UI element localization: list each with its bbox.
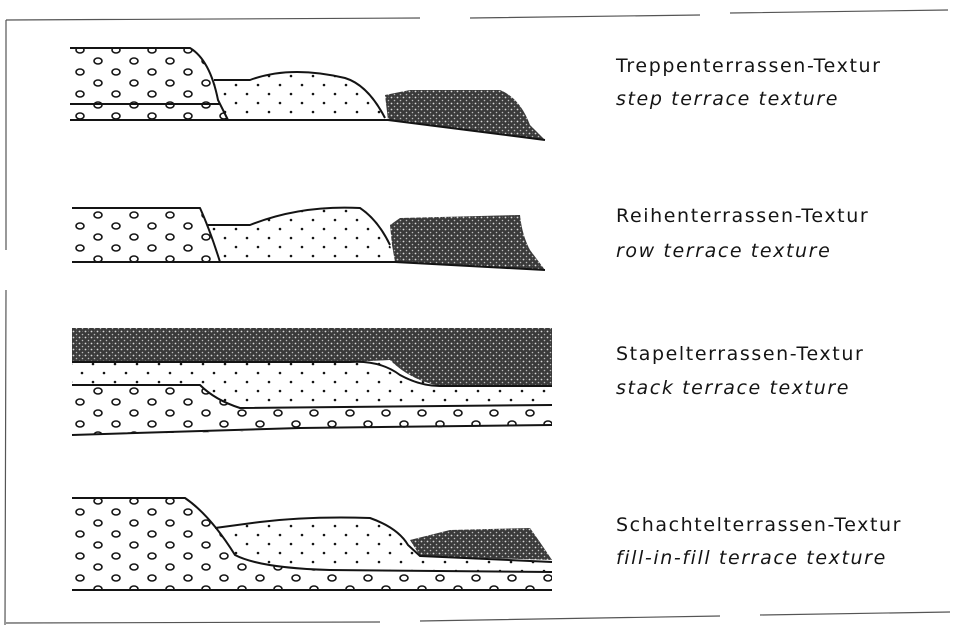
gravel-layer	[72, 208, 220, 262]
fill-in-fill-terrace-label-german: Schachtelterrassen-Textur	[616, 514, 902, 536]
step-terrace-diagram	[70, 48, 545, 140]
step-terrace-label-german: Treppenterrassen-Textur	[616, 55, 882, 77]
row-terrace-diagram	[72, 208, 545, 270]
fine-layer	[410, 528, 552, 560]
row-terrace-label-english: row terrace texture	[616, 240, 831, 262]
row-terrace-label-german: Reihenterrassen-Textur	[616, 205, 869, 227]
sand-layer	[208, 208, 395, 262]
stack-terrace-label-english: stack terrace texture	[616, 377, 850, 399]
fine-layer	[390, 215, 545, 270]
fill-in-fill-terrace-label-english: fill-in-fill terrace texture	[616, 547, 887, 569]
gravel-layer	[70, 48, 228, 120]
fill-in-fill-terrace-diagram	[72, 498, 552, 590]
step-terrace-label-english: step terrace texture	[616, 88, 839, 110]
stack-terrace-label-german: Stapelterrassen-Textur	[616, 343, 864, 365]
fine-layer	[385, 90, 545, 140]
stack-terrace-diagram	[72, 328, 552, 435]
